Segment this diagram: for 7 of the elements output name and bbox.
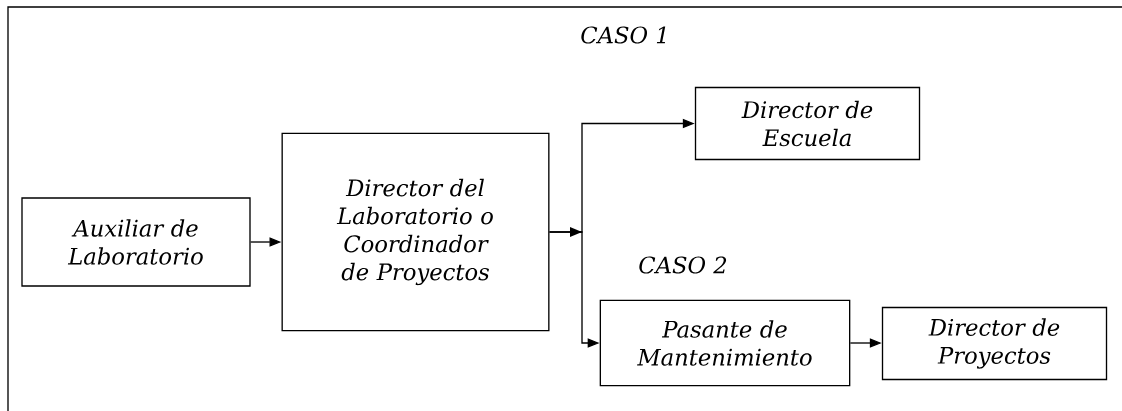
role-box: Director del Laboratorio o Coordinador de Proyectos — [281, 132, 550, 332]
role-box: Director de Proyectos — [881, 306, 1108, 381]
role-box: Pasante de Mantenimiento — [599, 299, 851, 387]
case-label: CASO 1 — [581, 26, 666, 44]
case-label: CASO 2 — [639, 256, 727, 274]
role-box: Auxiliar de Laboratorio — [21, 197, 251, 287]
role-box: Director de Escuela — [694, 86, 921, 161]
